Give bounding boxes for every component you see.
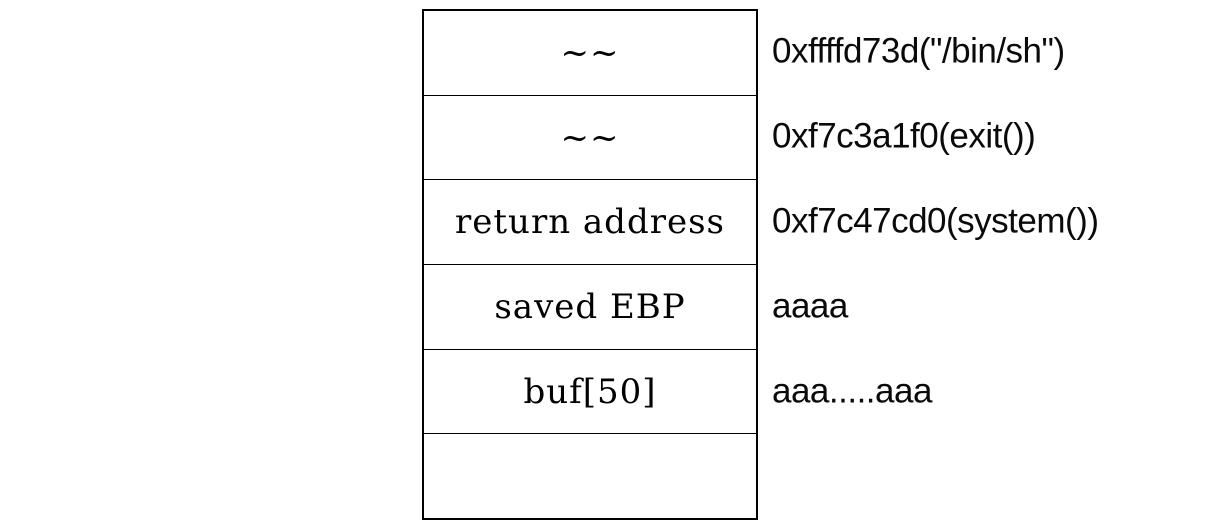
stack-row-buffer: buf[50] [424,350,756,435]
stack-cell-label: ~~ [560,117,620,158]
stack-row-return-address: return address [424,180,756,266]
memory-annotation-binsh-address: 0xffffd73d("/bin/sh") [772,31,1065,71]
memory-annotation-system-address: 0xf7c47cd0(system()) [772,201,1099,241]
stack-cell-label: saved EBP [494,286,686,327]
stack-frame-box: ~~ ~~ return address saved EBP buf[50] [422,9,758,520]
memory-annotation-exit-address: 0xf7c3a1f0(exit()) [772,116,1036,156]
stack-row-empty [424,434,756,518]
stack-cell-label: return address [455,202,725,243]
memory-annotation-buffer-payload: aaa.....aaa [772,371,932,411]
stack-row-exit-slot: ~~ [424,96,756,181]
stack-row-saved-ebp: saved EBP [424,265,756,350]
stack-row-upper-memory: ~~ [424,11,756,96]
memory-annotation-ebp-payload: aaaa [772,286,848,326]
stack-cell-label: ~~ [560,32,620,73]
stack-cell-label: buf[50] [523,371,657,412]
